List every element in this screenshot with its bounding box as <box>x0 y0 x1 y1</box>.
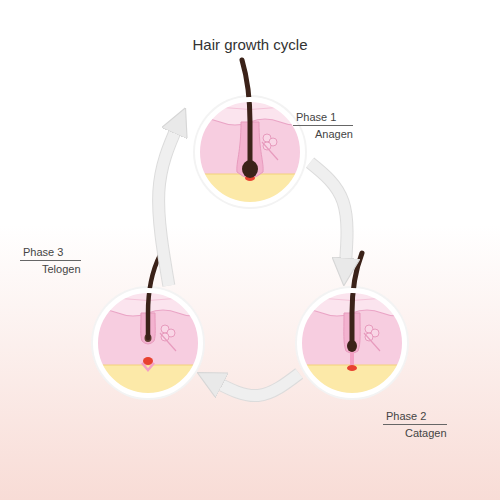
catagen-illustration <box>292 253 412 405</box>
phase-circle: Phase 1Anagen <box>195 97 305 207</box>
papilla <box>347 365 357 371</box>
circle-outline <box>93 288 203 398</box>
phase-label: Phase 1 Anagen <box>293 111 353 141</box>
cycle-arrow <box>215 374 299 396</box>
epithelial-strand <box>350 351 354 365</box>
cycle-arrow <box>159 126 178 286</box>
phase-name: Anagen <box>315 128 353 141</box>
phase-label: Phase 2 Catagen <box>383 410 447 440</box>
circle-outline <box>195 97 305 207</box>
hair-shaft <box>242 60 250 169</box>
arrow-outline <box>159 126 178 286</box>
diagram-title: Hair growth cycle <box>0 36 500 53</box>
arrow-outline <box>310 163 347 267</box>
phase-number: Phase 1 <box>293 111 353 126</box>
phase-circle: Phase 2Catagen <box>297 288 407 398</box>
circle-border <box>96 291 201 396</box>
circle-outline <box>297 288 407 398</box>
phase-circle: Phase 3Telogen <box>93 288 203 398</box>
phase-number: Phase 2 <box>383 410 447 425</box>
hair-shaft <box>352 253 362 346</box>
arrow-outline <box>215 374 299 396</box>
phase-name: Telogen <box>42 263 81 276</box>
cycle-arrow <box>310 163 347 267</box>
circle-border <box>300 291 405 396</box>
anagen-illustration <box>190 60 310 214</box>
phase-name: Catagen <box>405 427 447 440</box>
telogen-illustration <box>88 255 208 405</box>
phase-number: Phase 3 <box>20 246 81 261</box>
papilla <box>143 357 153 365</box>
circle-border <box>198 100 303 205</box>
phase-label: Phase 3 Telogen <box>20 246 81 276</box>
hair-shaft <box>148 255 160 338</box>
